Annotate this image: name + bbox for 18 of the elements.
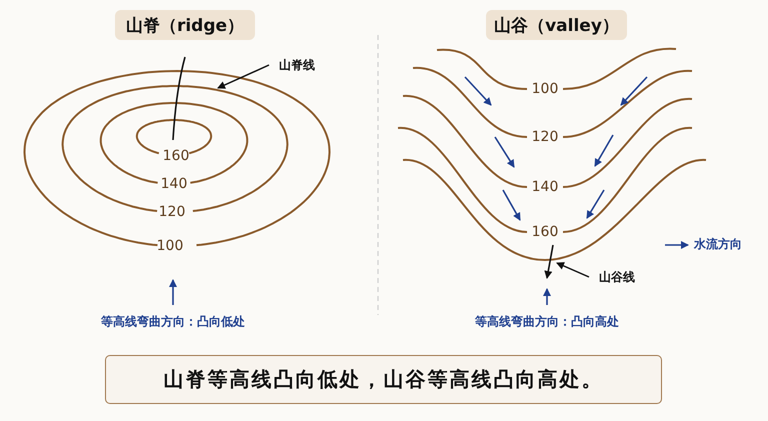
caption: 等高线弯曲方向：凸向高处 xyxy=(475,314,619,330)
contour-label: 100 xyxy=(532,81,558,97)
contour-label: 160 xyxy=(162,148,190,164)
title-box: 山谷（valley） xyxy=(486,10,627,40)
contour-label: 100 xyxy=(156,238,184,254)
contour-label: 160 xyxy=(532,224,558,240)
contour-label: 140 xyxy=(532,179,558,195)
contour-label: 120 xyxy=(158,204,186,220)
leader-line xyxy=(556,262,590,278)
title-box: 山脊（ridge） xyxy=(115,10,255,40)
legend-label: 水流方向 xyxy=(694,236,742,253)
caption: 等高线弯曲方向：凸向低处 xyxy=(101,314,245,330)
contour-label: 120 xyxy=(532,129,558,145)
leader-label: 山脊线 xyxy=(272,56,322,74)
leader-line xyxy=(217,64,270,89)
leader-label: 山谷线 xyxy=(592,268,642,286)
contour-label: 140 xyxy=(160,176,188,192)
summary-box: 山脊等高线凸向低处，山谷等高线凸向高处。 xyxy=(105,355,662,404)
